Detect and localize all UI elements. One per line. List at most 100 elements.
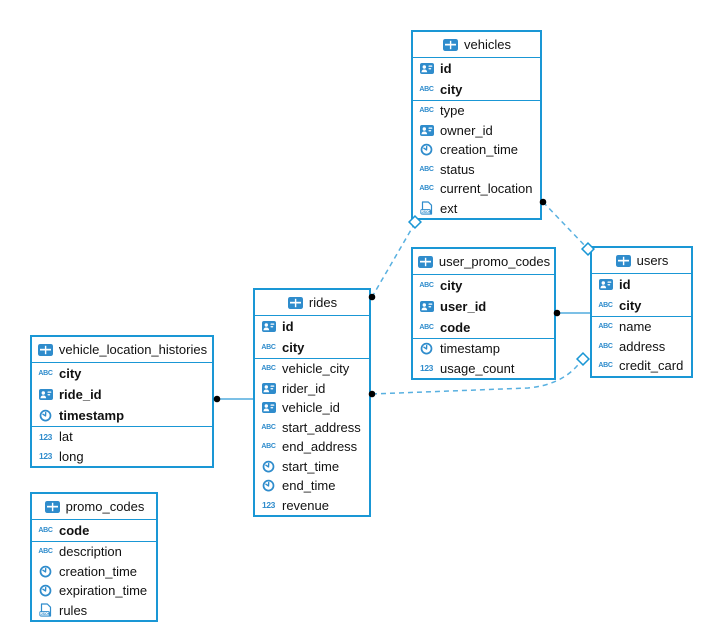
column-ride_id: ride_id xyxy=(32,384,212,405)
abc-type-icon: ABC xyxy=(598,342,613,350)
abc-type-icon: ABC xyxy=(419,107,434,115)
table-title: promo_codes xyxy=(65,499,145,514)
table-header[interactable]: user_promo_codes xyxy=(413,249,554,275)
table-icon xyxy=(44,500,61,513)
column-long: 123 long xyxy=(32,447,212,467)
abc-type-icon: ABC xyxy=(419,165,434,173)
table-title: users xyxy=(636,253,669,268)
clock-type-icon xyxy=(260,479,277,492)
column-label: city xyxy=(619,298,642,313)
table-icon xyxy=(37,343,54,356)
abc-type-icon: ABC xyxy=(419,282,434,289)
number-type-icon: 123 xyxy=(420,363,433,373)
number-type-icon: 123 xyxy=(39,451,52,461)
column-label: id xyxy=(282,319,294,334)
id-badge-type-icon xyxy=(597,279,614,290)
column-label: start_time xyxy=(282,458,340,474)
column-label: credit_card xyxy=(619,358,684,374)
column-rules: JSON rules xyxy=(32,601,156,621)
table-title: user_promo_codes xyxy=(438,254,551,269)
table-icon xyxy=(287,296,304,309)
clock-type-icon xyxy=(37,584,54,597)
column-creation_time: creation_time xyxy=(413,140,540,160)
id-badge-type-icon xyxy=(260,382,277,394)
column-type: ABC type xyxy=(413,101,540,121)
table-title: rides xyxy=(308,295,338,310)
column-label: city xyxy=(440,82,463,97)
abc-type-icon: ABC xyxy=(261,344,276,351)
column-revenue: 123 revenue xyxy=(255,496,369,516)
table-icon xyxy=(615,254,632,267)
svg-text:JSON: JSON xyxy=(41,612,51,616)
number-type-icon: 123 xyxy=(262,500,275,510)
dot-endpoint xyxy=(213,395,221,403)
abc-type-icon: ABC xyxy=(419,185,434,193)
json-type-icon: JSON xyxy=(418,201,435,215)
column-label: end_address xyxy=(282,439,358,455)
abc-type-icon: ABC xyxy=(598,323,613,331)
column-label: timestamp xyxy=(59,408,125,423)
column-label: timestamp xyxy=(440,341,500,357)
column-label: code xyxy=(59,523,90,538)
clock-type-icon xyxy=(37,409,54,422)
abc-type-icon: ABC xyxy=(38,548,53,556)
column-label: long xyxy=(59,448,84,464)
column-user_id: user_id xyxy=(413,296,554,317)
relationship-user_promo_codes-users xyxy=(553,309,590,317)
abc-type-icon: ABC xyxy=(419,324,434,331)
column-timestamp: timestamp xyxy=(32,405,212,426)
table-header[interactable]: vehicle_location_histories xyxy=(32,337,212,363)
id-badge-type-icon xyxy=(37,389,54,400)
json-type-icon: JSON xyxy=(37,603,54,617)
column-creation_time: creation_time xyxy=(32,562,156,582)
abc-type-icon: ABC xyxy=(38,370,53,377)
column-start_time: start_time xyxy=(255,457,369,477)
number-type-icon: 123 xyxy=(39,431,52,442)
column-end_time: end_time xyxy=(255,476,369,496)
column-owner_id: owner_id xyxy=(413,121,540,141)
diamond-endpoint xyxy=(575,351,591,367)
table-header[interactable]: rides xyxy=(255,290,369,316)
column-expiration_time: expiration_time xyxy=(32,581,156,601)
column-label: revenue xyxy=(282,497,329,513)
column-timestamp: timestamp xyxy=(413,339,554,359)
table-header[interactable]: vehicles xyxy=(413,32,540,58)
column-ext: JSON ext xyxy=(413,199,540,219)
column-label: ext xyxy=(440,200,458,216)
table-header[interactable]: promo_codes xyxy=(32,494,156,520)
column-vehicle_id: vehicle_id xyxy=(255,398,369,418)
column-id: id xyxy=(255,316,369,337)
column-label: city xyxy=(282,340,305,355)
table-icon xyxy=(417,255,434,268)
abc-type-icon: ABC xyxy=(261,423,276,431)
id-badge-type-icon xyxy=(418,63,435,74)
column-label: usage_count xyxy=(440,360,515,376)
column-label: rules xyxy=(59,602,88,618)
id-badge-type-icon xyxy=(260,321,277,332)
column-label: vehicle_id xyxy=(282,400,340,416)
column-label: description xyxy=(59,544,122,560)
table-header[interactable]: users xyxy=(592,248,691,274)
column-label: type xyxy=(440,103,465,119)
